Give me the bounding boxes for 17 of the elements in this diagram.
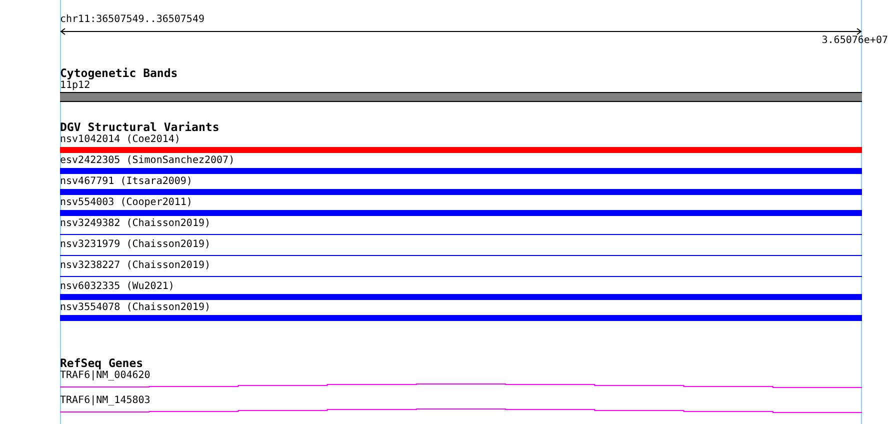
feature-label: esv2422305 (SimonSanchez2007)	[60, 155, 235, 167]
feature-label: 11p12	[60, 80, 90, 92]
track-title: Cytogenetic Bands	[60, 67, 179, 80]
feature-label: nsv6032335 (Wu2021)	[60, 281, 174, 293]
feature-label: nsv3238227 (Chaisson2019)	[60, 260, 211, 272]
feature-label: nsv1042014 (Coe2014)	[60, 134, 180, 146]
feature-label: TRAF6|NM_145803	[60, 395, 150, 407]
feature-label: TRAF6|NM_004620	[60, 370, 150, 382]
track-title: RefSeq Genes	[60, 357, 144, 370]
feature-label: nsv467791 (Itsara2009)	[60, 176, 192, 188]
feature-label: nsv3231979 (Chaisson2019)	[60, 239, 211, 251]
feature-label: nsv3554078 (Chaisson2019)	[60, 302, 211, 314]
coordinate-label: chr11:36507549..36507549	[60, 14, 204, 26]
track-title: DGV Structural Variants	[60, 121, 220, 134]
feature-label: nsv3249382 (Chaisson2019)	[60, 218, 211, 230]
feature-label: nsv554003 (Cooper2011)	[60, 197, 192, 209]
scale-label: 3.65076e+07	[822, 35, 888, 47]
